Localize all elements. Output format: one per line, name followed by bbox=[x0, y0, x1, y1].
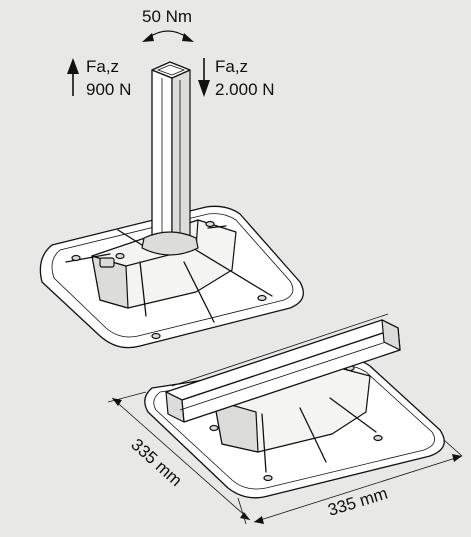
force-up-arrow bbox=[67, 58, 79, 96]
force-down-arrow bbox=[198, 58, 210, 97]
force-up-name: Fa,z bbox=[86, 57, 119, 76]
moment-arrow bbox=[142, 30, 194, 42]
upper-foot bbox=[39, 61, 304, 349]
force-up-value: 900 N bbox=[86, 80, 131, 99]
force-down-name: Fa,z bbox=[215, 57, 248, 76]
moment-label: 50 Nm bbox=[142, 7, 192, 26]
dimension-depth-label: 335 mm bbox=[127, 435, 185, 490]
lower-foot bbox=[144, 313, 445, 499]
dimension-width bbox=[253, 439, 463, 524]
force-down-value: 2.000 N bbox=[215, 80, 275, 99]
dimension-depth bbox=[107, 391, 251, 525]
